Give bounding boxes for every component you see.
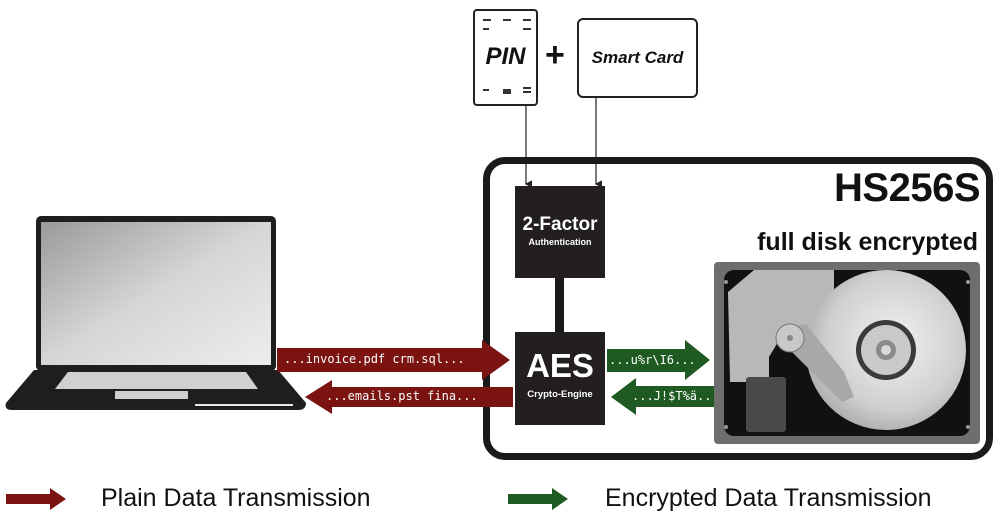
keypad-key bbox=[483, 28, 489, 30]
aes-block: AES Crypto-Engine bbox=[515, 332, 605, 425]
keypad-key bbox=[483, 19, 491, 21]
keypad-key bbox=[503, 19, 511, 21]
aes-title: AES bbox=[526, 347, 594, 384]
auth-aes-connector bbox=[555, 278, 564, 332]
keypad-key bbox=[523, 19, 531, 21]
pin-card: PIN bbox=[473, 9, 538, 106]
legend-plain-label: Plain Data Transmission bbox=[101, 484, 371, 512]
encrypted-arrow-from-disk bbox=[611, 378, 716, 415]
plus-sign: + bbox=[545, 36, 565, 74]
two-factor-title: 2-Factor bbox=[522, 214, 598, 235]
plain-arrow-to-laptop bbox=[305, 380, 513, 414]
keypad-key bbox=[523, 28, 531, 30]
device-subtitle: full disk encrypted bbox=[757, 228, 978, 256]
plain-to-laptop-text: ...emails.pst fina... bbox=[326, 389, 478, 403]
aes-subtitle: Crypto-Engine bbox=[527, 389, 593, 400]
encrypted-to-disk-text: ...u%r\I6... bbox=[609, 353, 696, 367]
keypad-key bbox=[483, 89, 489, 91]
encrypted-arrow-to-disk bbox=[607, 340, 710, 380]
keypad-key bbox=[503, 89, 511, 94]
laptop-icon bbox=[5, 216, 306, 410]
legend-encrypted-label: Encrypted Data Transmission bbox=[605, 484, 932, 512]
legend-plain-arrow-icon bbox=[6, 488, 66, 510]
smart-card-label: Smart Card bbox=[591, 48, 684, 67]
plain-arrow-to-device bbox=[277, 340, 510, 380]
encrypted-from-disk-text: ...J!$T%ä... bbox=[632, 389, 719, 403]
device-name: HS256S bbox=[834, 166, 980, 210]
keypad-key bbox=[523, 91, 531, 93]
two-factor-subtitle: Authentication bbox=[528, 237, 592, 247]
plain-to-device-text: ...invoice.pdf crm.sql... bbox=[284, 352, 465, 366]
device-frame bbox=[483, 157, 993, 460]
smart-card: Smart Card bbox=[577, 18, 698, 98]
legend-encrypted-arrow-icon bbox=[508, 488, 568, 510]
hard-disk-icon bbox=[714, 262, 980, 444]
keypad-key bbox=[523, 87, 531, 89]
two-factor-block: 2-Factor Authentication bbox=[515, 186, 605, 278]
pin-label: PIN bbox=[485, 43, 526, 70]
